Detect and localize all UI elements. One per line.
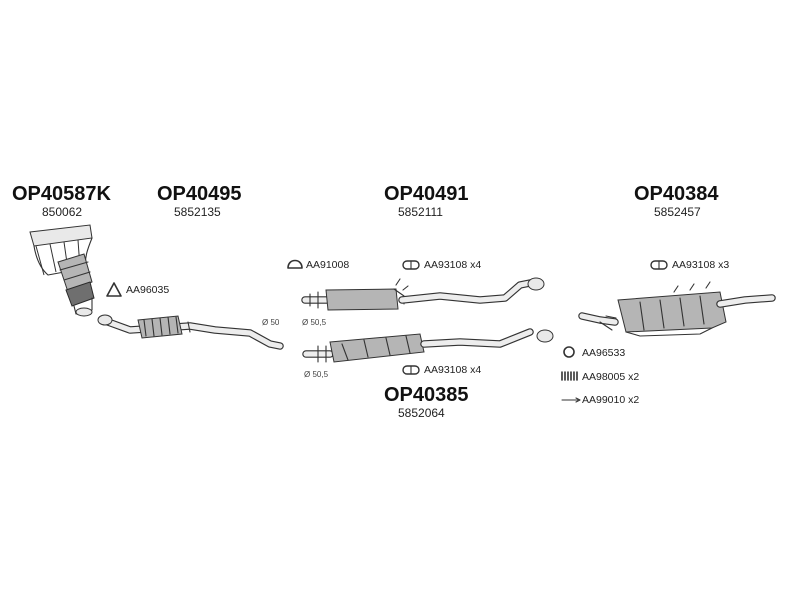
diameter-front-pipe: Ø 50 — [262, 318, 280, 327]
bracket-icon-b — [403, 366, 419, 374]
label-bolt: AA99010 x2 — [582, 394, 640, 406]
label-clamp-a: AA91008 — [306, 259, 350, 271]
part-number-center-a: 5852111 — [398, 205, 443, 219]
rear-silencer — [582, 282, 772, 336]
spring-icon — [562, 372, 577, 380]
part-code-rear: OP40384 — [634, 183, 719, 205]
diameter-center-a: Ø 50,5 — [302, 318, 327, 327]
clamp-icon — [288, 261, 302, 269]
part-number-front-pipe: 5852135 — [174, 205, 221, 219]
front-pipe — [98, 315, 280, 346]
label-gasket-manifold: AA96035 — [126, 284, 170, 296]
exhaust-manifold-catalytic — [30, 225, 94, 316]
center-pipe-a — [305, 278, 544, 310]
part-code-manifold: OP40587K — [12, 183, 111, 205]
label-bracket-rear: AA93108 x3 — [672, 259, 730, 271]
bracket-icon-a — [403, 261, 419, 269]
part-code-center-b: OP40385 — [384, 384, 469, 406]
center-pipe-b — [306, 330, 553, 362]
part-number-manifold: 850062 — [42, 205, 83, 219]
gasket-icon — [107, 283, 121, 296]
part-code-center-a: OP40491 — [384, 183, 469, 205]
label-bracket-b: AA93108 x4 — [424, 364, 482, 376]
bolt-icon — [562, 398, 580, 402]
part-number-rear: 5852457 — [654, 205, 701, 219]
label-bracket-a: AA93108 x4 — [424, 259, 482, 271]
bracket-icon-rear — [651, 261, 667, 269]
label-ring: AA96533 — [582, 347, 626, 359]
part-code-front-pipe: OP40495 — [157, 183, 242, 205]
label-spring: AA98005 x2 — [582, 371, 640, 383]
part-number-center-b: 5852064 — [398, 406, 445, 420]
ring-icon — [564, 347, 574, 357]
diameter-center-b: Ø 50,5 — [304, 370, 329, 379]
